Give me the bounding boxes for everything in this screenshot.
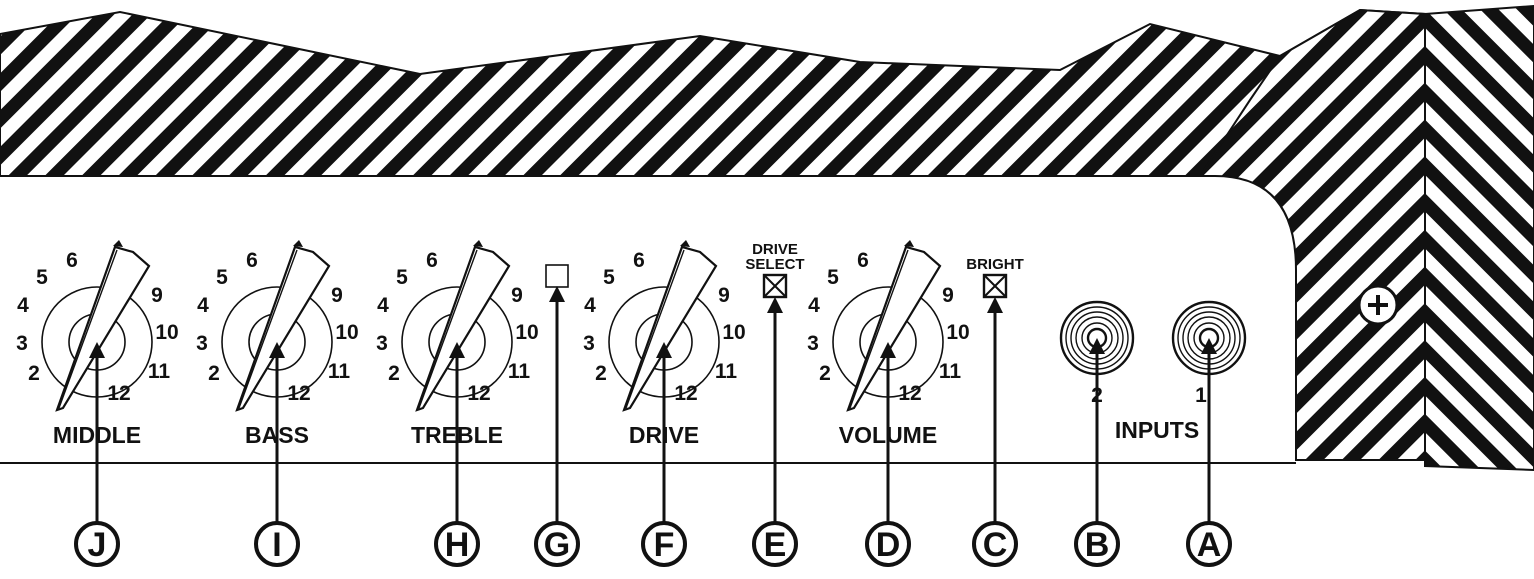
cabinet-right-corner — [1148, 8, 1426, 461]
scale-number: 3 — [807, 332, 819, 355]
switch-bright[interactable]: BRIGHT — [966, 256, 1024, 299]
callout-inputs.jacks.0.callout: B — [1074, 338, 1120, 567]
scale-number: 4 — [808, 294, 820, 317]
scale-number: 4 — [17, 294, 29, 317]
switch-indicator[interactable] — [545, 264, 569, 288]
scale-number: 2 — [28, 362, 40, 385]
scale-number: 5 — [36, 266, 48, 289]
switch-label-drive-select: SELECT — [745, 256, 804, 273]
scale-number: 10 — [946, 321, 969, 344]
scale-number: 5 — [827, 266, 839, 289]
scale-number: 5 — [396, 266, 408, 289]
scale-number: 10 — [335, 321, 358, 344]
knob-pointer — [622, 245, 718, 412]
cabinet-top-edge — [0, 8, 1426, 177]
scale-number: 9 — [511, 284, 523, 307]
scale-number: 12 — [287, 382, 310, 405]
scale-number: 11 — [508, 360, 531, 383]
scale-number: 4 — [197, 294, 209, 317]
indicator-light-icon — [545, 264, 569, 288]
callout-knobs.3.callout: F — [641, 342, 687, 567]
scale-number: 2 — [595, 362, 607, 385]
scale-number: 3 — [16, 332, 28, 355]
inputs: 21INPUTS — [1059, 300, 1247, 443]
callout-letter: E — [764, 526, 787, 564]
knob-pointer — [55, 245, 151, 412]
knob-pointer — [846, 245, 942, 412]
scale-number: 3 — [376, 332, 388, 355]
knob-pointer — [235, 245, 331, 412]
scale-number: 2 — [388, 362, 400, 385]
knob-pointer — [415, 245, 511, 412]
scale-number: 4 — [584, 294, 596, 317]
scale-number: 9 — [942, 284, 954, 307]
scale-number: 6 — [857, 249, 869, 272]
callout-inputs.jacks.1.callout: A — [1186, 338, 1232, 567]
scale-number: 11 — [148, 360, 171, 383]
scale-number: 2 — [208, 362, 220, 385]
scale-number: 5 — [603, 266, 615, 289]
callout-letter: J — [88, 526, 107, 564]
inputs-label: INPUTS — [1115, 417, 1199, 443]
scale-number: 4 — [377, 294, 389, 317]
callout-letter: A — [1197, 526, 1222, 564]
scale-number: 11 — [715, 360, 738, 383]
screw-icon — [1357, 284, 1399, 326]
jack-number: 1 — [1195, 384, 1207, 407]
scale-number: 12 — [674, 382, 697, 405]
scale-number: 6 — [246, 249, 258, 272]
cabinet-right-side — [1424, 4, 1534, 472]
scale-number: 3 — [196, 332, 208, 355]
callout-switches.1.callout: E — [752, 297, 798, 567]
scale-number: 10 — [515, 321, 538, 344]
callout-letter: I — [272, 526, 281, 564]
callout-knobs.4.callout: D — [865, 342, 911, 567]
knobs: 234569101112MIDDLE234569101112BASS234569… — [16, 240, 970, 448]
callout-letter: D — [876, 526, 901, 564]
scale-number: 9 — [718, 284, 730, 307]
scale-number: 9 — [151, 284, 163, 307]
callout-letter: H — [445, 526, 470, 564]
scale-number: 6 — [633, 249, 645, 272]
callout-switches.2.callout: C — [972, 297, 1018, 567]
scale-number: 2 — [819, 362, 831, 385]
switch-label-drive-select: DRIVE — [752, 241, 798, 258]
callout-knobs.0.callout: J — [74, 342, 120, 567]
callout-letter: F — [654, 526, 675, 564]
callout-knobs.1.callout: I — [254, 342, 300, 567]
callout-switches.0.callout: G — [534, 286, 580, 567]
scale-number: 10 — [722, 321, 745, 344]
switch-label-bright: BRIGHT — [966, 256, 1024, 273]
scale-number: 11 — [328, 360, 351, 383]
scale-number: 3 — [583, 332, 595, 355]
scale-number: 12 — [898, 382, 921, 405]
callout-letter: G — [544, 526, 570, 564]
scale-number: 12 — [107, 382, 130, 405]
callout-letter: B — [1085, 526, 1110, 564]
scale-number: 6 — [66, 249, 78, 272]
scale-number: 12 — [467, 382, 490, 405]
callout-letter: C — [983, 526, 1008, 564]
scale-number: 9 — [331, 284, 343, 307]
scale-number: 10 — [155, 321, 178, 344]
scale-number: 5 — [216, 266, 228, 289]
scale-number: 6 — [426, 249, 438, 272]
callout-knobs.2.callout: H — [434, 342, 480, 567]
scale-number: 11 — [939, 360, 962, 383]
